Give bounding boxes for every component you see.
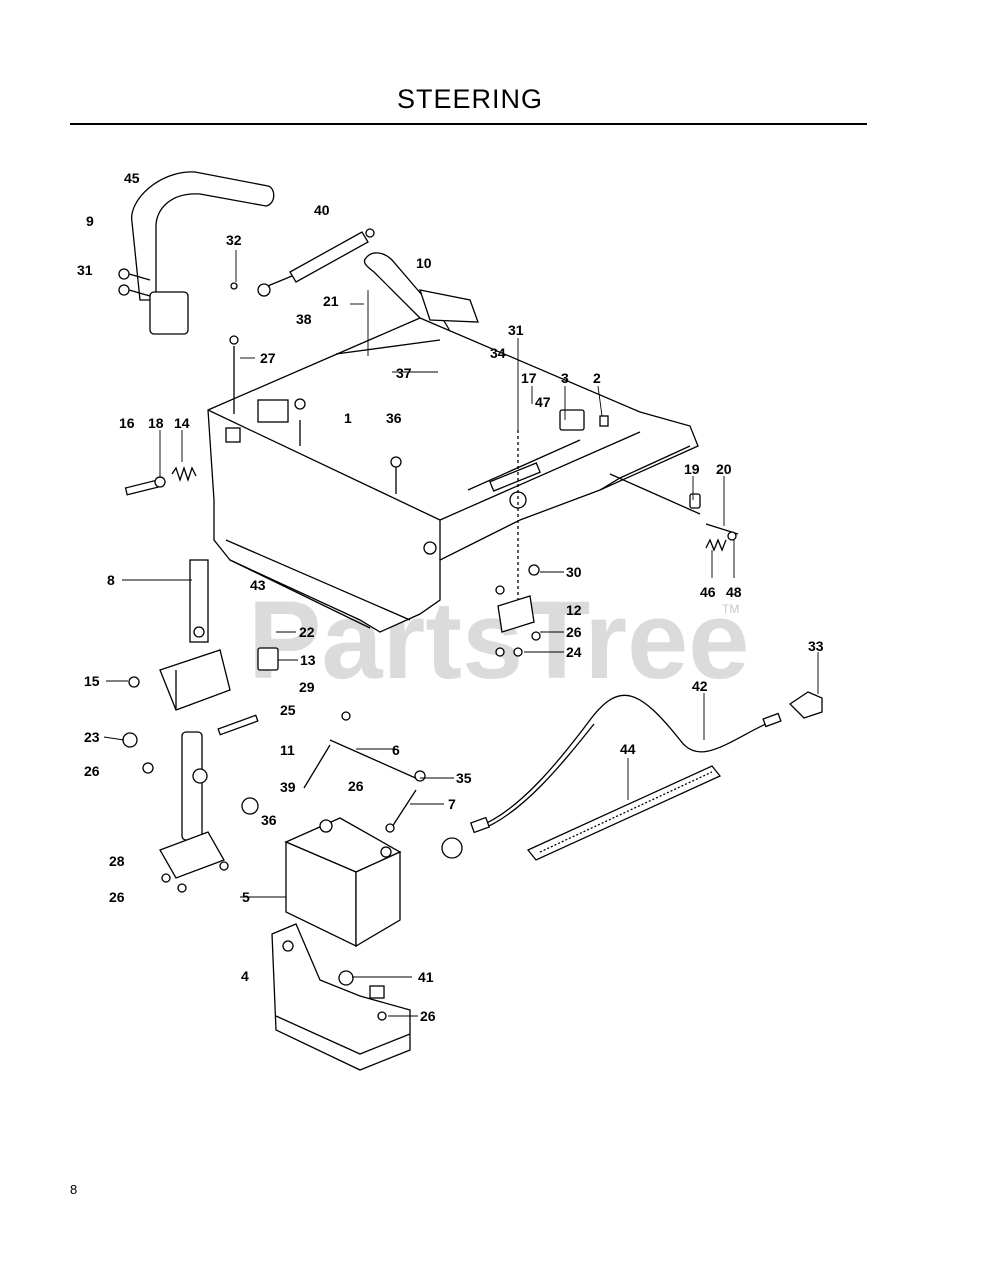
callout-2: 2	[593, 370, 601, 386]
linkage-rods	[303, 711, 426, 833]
callout-43: 43	[250, 577, 266, 593]
control-rods	[335, 339, 739, 535]
callout-36: 36	[386, 410, 402, 426]
callout-8: 8	[107, 572, 115, 588]
callout-3: 3	[561, 370, 569, 386]
callout-9: 9	[86, 213, 94, 229]
callout-10: 10	[416, 255, 432, 271]
callout-32: 32	[226, 232, 242, 248]
callout-19: 19	[684, 461, 700, 477]
callout-28: 28	[109, 853, 125, 869]
callout-33: 33	[808, 638, 824, 654]
callout-36: 36	[261, 812, 277, 828]
callout-31: 31	[77, 262, 93, 278]
callout-25: 25	[280, 702, 296, 718]
page-number: 8	[70, 1182, 78, 1197]
callout-30: 30	[566, 564, 582, 580]
battery-tray	[271, 923, 411, 1071]
callout-1: 1	[344, 410, 352, 426]
callout-14: 14	[174, 415, 190, 431]
clamp-28	[159, 831, 229, 893]
callout-34: 34	[490, 345, 506, 361]
callout-46: 46	[700, 584, 716, 600]
callout-39: 39	[280, 779, 296, 795]
callout-17: 17	[521, 370, 537, 386]
callout-21: 21	[323, 293, 339, 309]
callout-22: 22	[299, 624, 315, 640]
callout-44: 44	[620, 741, 636, 757]
callout-42: 42	[692, 678, 708, 694]
callout-labels: 45 9 31 40 32 10 21 38 27 37 31 34 17 3 …	[77, 170, 824, 1024]
title-rule	[70, 123, 867, 125]
callout-11: 11	[280, 742, 295, 758]
callout-26: 26	[84, 763, 100, 779]
callout-26: 26	[566, 624, 582, 640]
callout-5: 5	[242, 889, 250, 905]
callout-26: 26	[420, 1008, 436, 1024]
callout-29: 29	[299, 679, 315, 695]
callout-31: 31	[508, 322, 524, 338]
callout-15: 15	[84, 673, 100, 689]
battery	[284, 817, 402, 948]
callout-13: 13	[300, 652, 316, 668]
callout-35: 35	[456, 770, 472, 786]
callout-37: 37	[396, 365, 412, 381]
callout-23: 23	[84, 729, 100, 745]
callout-16: 16	[119, 415, 135, 431]
callout-45: 45	[124, 170, 140, 186]
steering-lever-left	[118, 171, 275, 335]
callout-6: 6	[392, 742, 400, 758]
bracket-assembly	[128, 647, 279, 711]
callout-20: 20	[716, 461, 732, 477]
callout-7: 7	[448, 796, 456, 812]
callout-18: 18	[148, 415, 164, 431]
callout-27: 27	[260, 350, 276, 366]
callout-26: 26	[348, 778, 364, 794]
spring-46	[705, 531, 737, 552]
callout-4: 4	[241, 968, 249, 984]
bolt-spring-assembly	[124, 465, 197, 496]
bracket-8	[189, 559, 209, 643]
damper-rod	[230, 228, 375, 297]
main-frame	[207, 317, 699, 633]
lever-arm	[122, 714, 259, 841]
leader-lines	[103, 250, 819, 1017]
watermark-trademark: TM	[722, 602, 739, 616]
throttle-cable	[441, 691, 823, 859]
small-bracket	[495, 430, 541, 657]
callout-24: 24	[566, 644, 582, 660]
callout-47: 47	[535, 394, 551, 410]
page-title: STEERING	[396, 84, 544, 114]
callout-12: 12	[566, 602, 582, 618]
callout-40: 40	[314, 202, 330, 218]
callout-38: 38	[296, 311, 312, 327]
callout-41: 41	[418, 969, 434, 985]
spring-tube-44	[526, 765, 722, 861]
callout-48: 48	[726, 584, 742, 600]
callout-26: 26	[109, 889, 125, 905]
